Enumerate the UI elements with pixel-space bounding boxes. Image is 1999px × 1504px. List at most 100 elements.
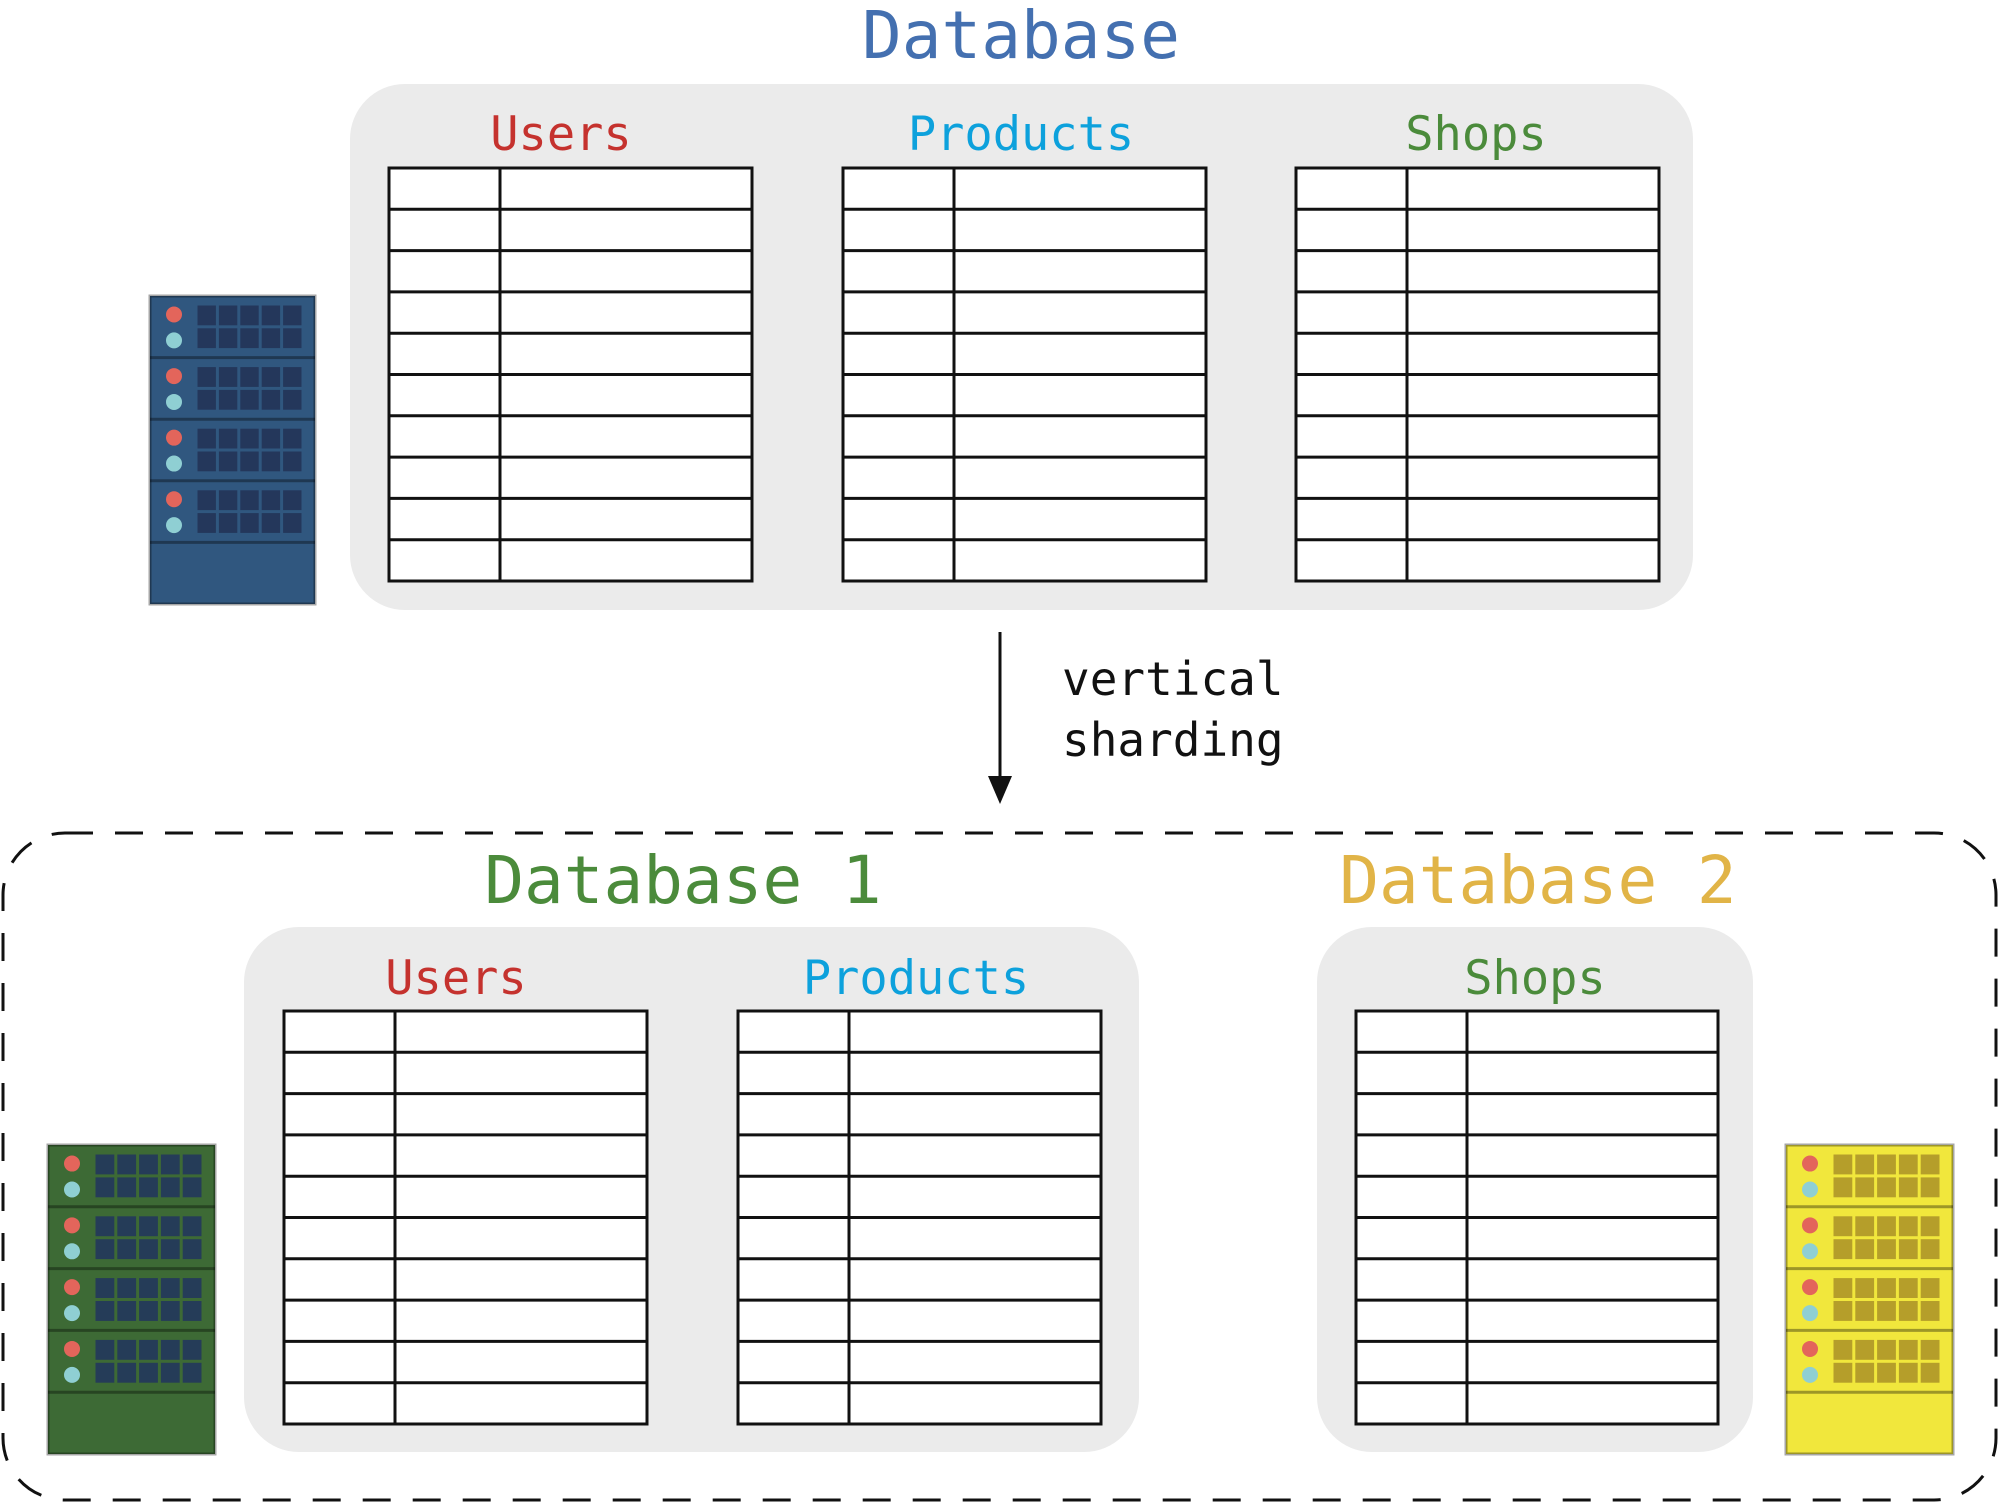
server-led-cyan [166,393,182,410]
server-green-icon [46,1143,217,1456]
server-drive-bay [1855,1239,1875,1260]
server-drive-bay [182,1362,202,1383]
database-2-title: Database 2 [1339,842,1736,919]
server-drive-bay [117,1216,137,1237]
server-drive-bay [160,1216,180,1237]
server-drive-bay [283,389,302,410]
server-drive-bay [283,328,302,349]
server-drive-bay [1833,1362,1853,1383]
sharding-arrow-head [988,776,1012,804]
server-drive-bay [182,1177,202,1198]
server-led-red [166,429,182,446]
server-drive-bay [1833,1154,1853,1175]
server-drive-bay [160,1339,180,1360]
db1-table-label-products: Products [803,951,1029,1006]
server-drive-bay [218,451,238,472]
server-drive-bay [117,1362,137,1383]
server-drive-bay [197,490,216,511]
server-drive-bay [1833,1339,1853,1360]
server-led-red [64,1155,80,1172]
server-drive-bay [1833,1301,1853,1321]
server-drive-bay [218,389,238,410]
server-drive-bay [1877,1278,1896,1298]
server-led-red [64,1217,80,1234]
server-led-cyan [64,1305,80,1322]
server-drive-bay [1920,1362,1940,1383]
server-drive-bay [1898,1154,1918,1175]
server-drive-bay [1898,1301,1918,1321]
server-drive-bay [1920,1239,1940,1260]
server-drive-bay [197,328,216,349]
server-drive-bay [117,1278,137,1298]
server-drive-bay [240,328,259,349]
server-drive-bay [139,1239,158,1260]
server-drive-bay [182,1216,202,1237]
server-drive-bay [95,1216,115,1237]
server-drive-bay [139,1339,158,1360]
server-drive-bay [117,1339,137,1360]
server-drive-bay [1920,1154,1940,1175]
server-drive-bay [1898,1239,1918,1260]
server-led-cyan [64,1181,80,1198]
server-led-cyan [1802,1305,1818,1322]
server-drive-bay [283,451,302,472]
db2-table-shops [1354,1009,1720,1426]
server-drive-bay [1877,1301,1896,1321]
server-drive-bay [1877,1154,1896,1175]
server-drive-bay [139,1278,158,1298]
server-led-red [1802,1155,1818,1172]
server-drive-bay [1898,1362,1918,1383]
server-drive-bay [1920,1278,1940,1298]
server-drive-bay [95,1278,115,1298]
server-drive-bay [197,305,216,326]
server-drive-bay [1855,1362,1875,1383]
server-drive-bay [240,490,259,511]
arrow-label-line1: vertical [1062,652,1284,706]
server-drive-bay [160,1177,180,1198]
server-led-cyan [166,332,182,349]
server-drive-bay [182,1339,202,1360]
server-drive-bay [182,1278,202,1298]
server-drive-bay [197,513,216,533]
server-drive-bay [240,389,259,410]
server-drive-bay [1855,1278,1875,1298]
server-drive-bay [160,1239,180,1260]
server-drive-bay [1855,1216,1875,1237]
server-drive-bay [283,490,302,511]
server-drive-bay [160,1278,180,1298]
server-drive-bay [261,513,281,533]
server-drive-bay [182,1154,202,1175]
server-drive-bay [139,1154,158,1175]
server-drive-bay [117,1177,137,1198]
server-led-red [166,491,182,508]
server-drive-bay [1898,1339,1918,1360]
server-drive-bay [182,1301,202,1321]
server-drive-bay [218,428,238,449]
server-drive-bay [160,1362,180,1383]
top-table-products [841,166,1208,583]
server-drive-bay [1898,1177,1918,1198]
server-drive-bay [117,1154,137,1175]
server-led-cyan [166,455,182,472]
server-drive-bay [1877,1339,1896,1360]
server-drive-bay [139,1216,158,1237]
server-drive-bay [1920,1216,1940,1237]
server-drive-bay [218,490,238,511]
top-table-label-products: Products [908,107,1134,162]
top-table-shops [1294,166,1661,583]
server-blue-icon [148,294,317,606]
server-led-cyan [64,1243,80,1260]
server-drive-bay [1920,1339,1940,1360]
db1-table-users [282,1009,649,1426]
server-drive-bay [1920,1177,1940,1198]
server-led-red [1802,1217,1818,1234]
server-drive-bay [139,1177,158,1198]
server-drive-bay [95,1362,115,1383]
server-drive-bay [283,367,302,387]
server-drive-bay [261,490,281,511]
server-led-cyan [1802,1181,1818,1198]
server-drive-bay [261,328,281,349]
server-drive-bay [1877,1177,1896,1198]
